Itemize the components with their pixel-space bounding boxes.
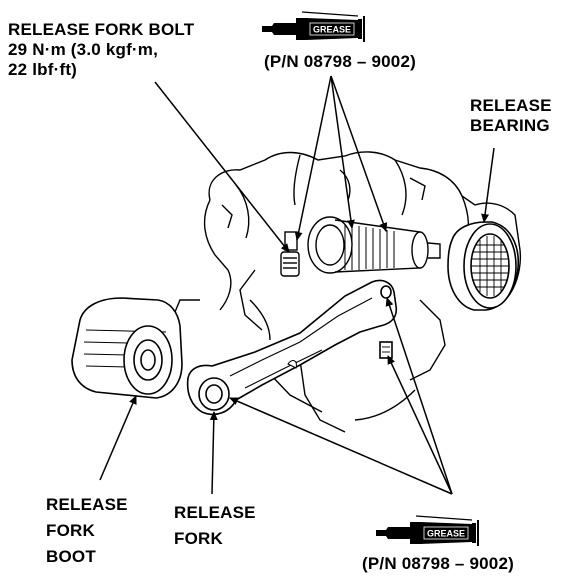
leader-grease-top-3 <box>330 75 388 232</box>
release-fork-boot-line1: RELEASE <box>46 495 128 514</box>
release-fork-line1: RELEASE <box>174 503 256 522</box>
release-fork-illustration <box>186 279 398 416</box>
release-fork-boot-illustration <box>71 297 183 399</box>
release-fork-bolt-torque-lbf: 22 lbf·ft) <box>8 60 78 79</box>
label-release-fork: RELEASE FORK <box>174 500 256 552</box>
grease-tube-icon: GREASE <box>262 11 365 42</box>
leader-lines <box>99 75 495 495</box>
release-fork-boot-line3: BOOT <box>46 547 96 566</box>
grease-tube-top-text: GREASE <box>313 25 351 35</box>
leader-grease-bottom-1 <box>229 397 453 495</box>
release-fork-bolt-title: RELEASE FORK BOLT <box>8 20 195 39</box>
label-grease-top-part-number: (P/N 08798 – 9002) <box>264 52 416 72</box>
leader-release-fork-bolt <box>154 81 290 253</box>
label-grease-bottom-part-number: (P/N 08798 – 9002) <box>362 554 514 574</box>
release-fork-bolt-torque-nm: 29 N·m (3.0 kgf·m, <box>8 40 159 59</box>
label-release-fork-boot: RELEASE FORK BOOT <box>46 492 128 570</box>
release-bearing-line2: BEARING <box>470 116 550 135</box>
grease-top-part-number: (P/N 08798 – 9002) <box>264 52 416 71</box>
leader-release-fork-boot <box>99 395 137 481</box>
leader-grease-bottom-3 <box>387 355 453 495</box>
release-fork-boot-line2: FORK <box>46 521 95 540</box>
grease-tube-icon: GREASE <box>376 515 479 546</box>
leader-release-fork <box>209 411 218 495</box>
release-fork-bolt-illustration <box>280 231 300 277</box>
leader-grease-top-1 <box>294 75 332 241</box>
leader-grease-bottom-2 <box>385 297 453 495</box>
release-fork-line2: FORK <box>174 529 223 548</box>
label-release-bearing: RELEASE BEARING <box>470 96 552 136</box>
input-shaft-illustration <box>307 216 441 274</box>
grease-tube-bottom-text: GREASE <box>427 529 465 539</box>
label-release-fork-bolt: RELEASE FORK BOLT 29 N·m (3.0 kgf·m, 22 … <box>8 20 194 80</box>
leader-grease-top-2 <box>330 75 355 229</box>
release-bearing-illustration <box>447 221 519 311</box>
release-bearing-line1: RELEASE <box>470 96 552 115</box>
leader-release-bearing <box>481 147 495 223</box>
grease-bottom-part-number: (P/N 08798 – 9002) <box>362 554 514 573</box>
